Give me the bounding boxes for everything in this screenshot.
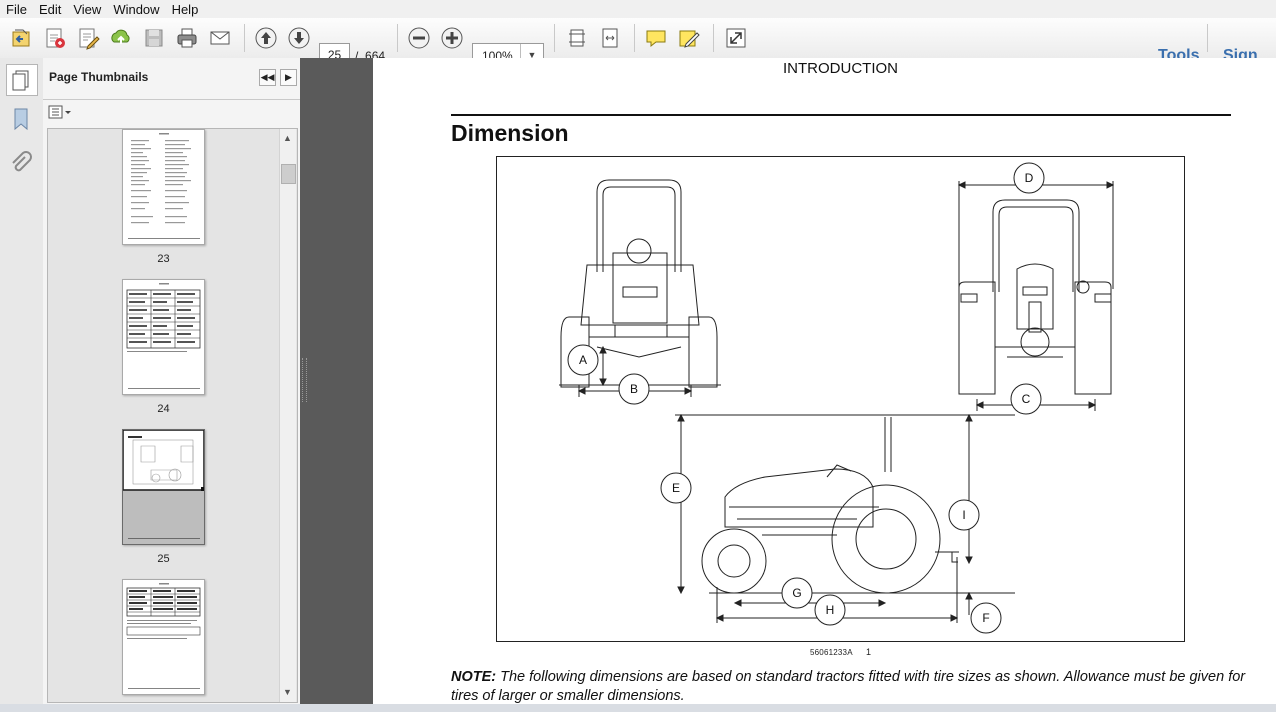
- section-title: Dimension: [451, 120, 569, 146]
- figure-label-b: B: [630, 382, 638, 396]
- menu-file[interactable]: File: [6, 1, 27, 17]
- panel-resize-handle[interactable]: [302, 358, 307, 402]
- menu-window[interactable]: Window: [113, 1, 160, 17]
- thumbnail-scrollbar[interactable]: ▲ ▼: [279, 129, 296, 702]
- taskbar-strip: [0, 704, 1276, 712]
- figure-label-c: C: [1022, 392, 1031, 406]
- highlight-icon[interactable]: [676, 25, 702, 51]
- figure-label-f: F: [982, 611, 989, 625]
- edit-icon[interactable]: [75, 25, 101, 51]
- panel-title: Page Thumbnails: [49, 70, 149, 84]
- menu-view[interactable]: View: [73, 1, 102, 17]
- page-thumbnail-selected[interactable]: [122, 429, 205, 545]
- figure-caption: 56061233A: [810, 648, 853, 657]
- thumbnails-panel: Page Thumbnails ◀◀ ▶: [43, 58, 301, 712]
- print-icon[interactable]: [174, 25, 200, 51]
- bookmark-icon[interactable]: [6, 104, 36, 134]
- divider: [43, 99, 300, 100]
- email-icon[interactable]: [207, 25, 233, 51]
- scroll-up-icon[interactable]: ▲: [283, 133, 292, 143]
- page-thumbnail[interactable]: [122, 279, 205, 395]
- document-gutter: [300, 58, 373, 712]
- note-paragraph: NOTE: The following dimensions are based…: [451, 668, 1251, 704]
- toolbar-separator: [554, 24, 555, 52]
- page-header: INTRODUCTION: [783, 60, 898, 77]
- note-text: The following dimensions are based on st…: [451, 669, 1246, 704]
- header-rule: [451, 114, 1231, 116]
- toolbar-separator: [244, 24, 245, 52]
- toolbar-separator: [397, 24, 398, 52]
- thumbnail-label: 24: [157, 403, 170, 415]
- figure-label-g: G: [792, 586, 801, 600]
- scroll-down-icon[interactable]: ▼: [283, 687, 292, 697]
- menu-help[interactable]: Help: [171, 1, 199, 17]
- next-page-icon[interactable]: [286, 25, 312, 51]
- page-thumbnails-icon[interactable]: [6, 64, 38, 96]
- open-icon[interactable]: [8, 25, 34, 51]
- comment-icon[interactable]: [643, 25, 669, 51]
- save-icon[interactable]: [141, 25, 167, 51]
- menu-bar: File Edit View Window Help: [0, 0, 1276, 18]
- figure-label-e: E: [672, 481, 680, 495]
- note-label: NOTE:: [451, 669, 497, 685]
- prev-page-icon[interactable]: [253, 25, 279, 51]
- thumbnails-list[interactable]: 23 24: [47, 128, 298, 703]
- toolbar-separator: [1207, 24, 1208, 52]
- toolbar: 25 / 664 100% ▼ Tools Sign: [0, 18, 1276, 67]
- thumbnail-label: 23: [157, 253, 170, 265]
- figure-number: 1: [866, 647, 872, 657]
- menu-edit[interactable]: Edit: [38, 1, 62, 17]
- figure-label-h: H: [826, 603, 835, 617]
- fit-width-icon[interactable]: [597, 25, 623, 51]
- attachment-icon[interactable]: [6, 148, 36, 178]
- scrollbar-thumb[interactable]: [281, 164, 296, 184]
- create-pdf-icon[interactable]: [41, 25, 67, 51]
- tractor-diagram: A B C D E F G H I: [559, 162, 1115, 634]
- toolbar-separator: [713, 24, 714, 52]
- dimension-figure: A B C D E F G H I: [496, 156, 1185, 642]
- figure-label-d: D: [1025, 171, 1034, 185]
- upload-icon[interactable]: [108, 25, 134, 51]
- zoom-out-icon[interactable]: [406, 25, 432, 51]
- fit-page-icon[interactable]: [564, 25, 590, 51]
- page-thumbnail[interactable]: [122, 129, 205, 245]
- chevron-down-icon[interactable]: ▼: [520, 44, 543, 66]
- toolbar-separator: [634, 24, 635, 52]
- document-page: INTRODUCTION Dimension: [373, 58, 1276, 704]
- zoom-in-icon[interactable]: [439, 25, 465, 51]
- figure-label-a: A: [579, 353, 587, 367]
- collapse-panel-button[interactable]: ◀◀: [259, 69, 276, 86]
- expand-panel-button[interactable]: ▶: [280, 69, 297, 86]
- figure-label-i: I: [962, 508, 965, 522]
- navigation-rail: [0, 58, 44, 712]
- expand-icon[interactable]: [723, 25, 749, 51]
- thumbnail-label: 25: [157, 553, 170, 565]
- options-menu-icon[interactable]: [47, 104, 75, 122]
- page-thumbnail[interactable]: [122, 579, 205, 695]
